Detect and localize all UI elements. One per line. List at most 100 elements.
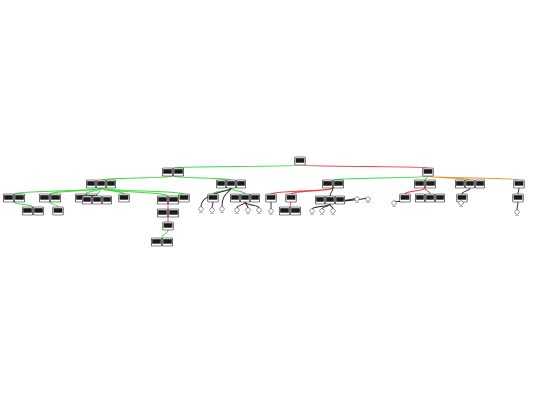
leaf-circle [309, 208, 315, 214]
leaf-glyph-g6 [209, 207, 215, 214]
leaf-circle [219, 206, 225, 212]
node-cell-fill [87, 181, 95, 186]
edge-l2f-l3p [517, 187, 520, 195]
node-cell-fill [169, 210, 178, 215]
tree-node-l6a [151, 237, 174, 247]
leaf-glyph-g2 [219, 206, 225, 213]
node-cell-fill [336, 197, 344, 202]
node-cell-fill [423, 169, 433, 174]
edge-root-l1b [299, 164, 429, 169]
node-cell-fill [513, 195, 523, 200]
node-cell-fill [231, 195, 239, 200]
edge-l2a-l3g [100, 187, 185, 195]
edge-l2a-l3d [96, 187, 102, 197]
node-cell-fill [119, 195, 129, 200]
tree-node-l3a [2, 193, 25, 203]
edge-l3a-l4a [13, 201, 34, 208]
node-cell-fill [316, 197, 324, 202]
leaf-circle [256, 207, 262, 213]
tree-node-l3h [207, 193, 219, 203]
tree-node-root [294, 156, 306, 166]
edge-l3b-l4b [49, 201, 59, 208]
tree-node-l2c [321, 179, 344, 189]
node-cell-fill [457, 195, 467, 200]
edge-l3i-g3 [236, 201, 246, 209]
tree-node-l3f [157, 195, 180, 205]
tree-node-l3j [265, 193, 277, 203]
node-cell-fill [426, 195, 434, 200]
leaf-circle [514, 209, 520, 215]
edges-layer [13, 164, 520, 239]
tree-node-l3i [230, 193, 261, 203]
node-cell-fill [286, 195, 296, 200]
tree-node-l3e [118, 193, 130, 203]
nodes-layer [2, 156, 525, 247]
node-cell-fill [466, 181, 474, 186]
leaf-circle [268, 208, 274, 214]
tree-node-l3m [399, 193, 411, 203]
tree-node-l4b [52, 206, 64, 216]
edge-l2b-g2 [221, 187, 232, 208]
node-cell-fill [323, 181, 332, 186]
edge-l1b-l2c [332, 175, 429, 181]
node-cell-fill [76, 195, 85, 200]
edge-l2c-l3k [290, 187, 334, 195]
edge-l2c-l3l [329, 187, 334, 197]
tree-node-l2e [454, 179, 485, 189]
leaf-glyph-g10 [330, 208, 336, 215]
leaf-circle [245, 207, 251, 213]
node-cell-fill [169, 197, 178, 202]
node-cell-fill [208, 195, 218, 200]
node-cell-fill [334, 181, 343, 186]
node-cell-fill [237, 181, 245, 186]
node-cell-fill [291, 208, 300, 213]
leaf-glyph-g15 [514, 209, 520, 216]
edge-l2c-l3j [270, 187, 334, 195]
tree-node-l3g [178, 193, 190, 203]
leaf-glyph-g1 [198, 206, 204, 213]
node-cell-fill [326, 197, 334, 202]
node-cell-fill [456, 181, 464, 186]
tree-node-l3b [38, 193, 61, 203]
tree-node-l2f [513, 179, 525, 189]
leaf-circle [365, 196, 371, 202]
node-cell-fill [280, 208, 289, 213]
edge-l2b-l3i [230, 187, 246, 195]
node-cell-fill [174, 169, 183, 174]
leaf-glyph-g8 [309, 208, 315, 215]
node-cell-fill [158, 197, 167, 202]
edge-l1a-l2a [100, 175, 174, 181]
edge-l3l-g10 [329, 203, 334, 210]
edge-l2a-l3f [100, 187, 169, 197]
leaf-glyph-g14 [458, 200, 464, 207]
leaf-glyph-g7 [268, 208, 274, 215]
node-cell-fill [163, 239, 172, 244]
node-cell-fill [416, 195, 424, 200]
edge-l2e-l3o [461, 187, 471, 195]
tree-node-l3d [82, 195, 113, 205]
node-cell-fill [158, 210, 167, 215]
leaf-glyph-g3 [234, 207, 240, 214]
edge-l3h-g6 [211, 201, 214, 209]
node-cell-fill [4, 195, 13, 200]
leaf-glyph-g5 [256, 207, 262, 214]
leaf-glyph-g11 [354, 196, 360, 203]
node-cell-fill [103, 197, 111, 202]
leaf-circle [234, 207, 240, 213]
edge-l1a-l2b [172, 175, 232, 181]
leaf-glyph-g13 [391, 200, 397, 207]
node-cell-fill [415, 181, 424, 186]
node-cell-fill [15, 195, 24, 200]
leaf-glyph-g4 [245, 207, 251, 214]
tree-node-l3k [285, 193, 297, 203]
tree-node-l4d [278, 206, 301, 216]
leaf-circle [319, 208, 325, 214]
node-cell-fill [23, 208, 32, 213]
leaf-circle [458, 200, 464, 206]
leaf-circle [198, 206, 204, 212]
edge-root-l1a [172, 164, 301, 169]
node-cell-fill [163, 223, 173, 228]
tree-node-l3n [414, 193, 445, 203]
